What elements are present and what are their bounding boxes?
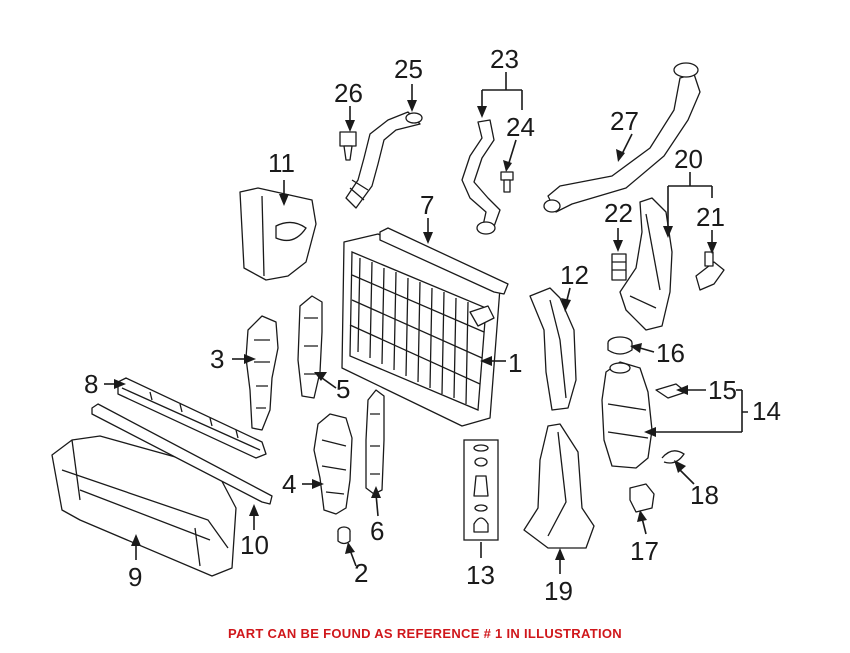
callout-4: 4	[282, 469, 296, 499]
part-5-bracket	[297, 295, 323, 399]
part-20-reservoir-upper	[619, 197, 673, 331]
callout-7: 7	[420, 190, 434, 220]
part-21-fitting	[695, 251, 725, 291]
part-1-radiator	[341, 233, 501, 427]
callout-14: 14	[752, 396, 781, 426]
callout-5: 5	[336, 374, 350, 404]
part-2-bushing	[337, 526, 351, 545]
part-27-hose	[543, 62, 701, 213]
callout-2: 2	[354, 558, 368, 588]
callout-6: 6	[370, 516, 384, 546]
part-19-deflector	[523, 423, 595, 549]
part-9-air-duct	[51, 435, 237, 577]
part-25-hose	[345, 111, 423, 209]
callout-3: 3	[210, 344, 224, 374]
callout-19: 19	[544, 576, 573, 606]
callout-20: 20	[674, 144, 703, 174]
callout-17: 17	[630, 536, 659, 566]
part-22-cap	[611, 253, 627, 281]
callout-10: 10	[240, 530, 269, 560]
part-6-bracket	[365, 389, 385, 495]
part-24-screw	[500, 171, 514, 193]
part-10-seal-strip	[91, 403, 273, 505]
callout-23: 23	[490, 44, 519, 74]
callout-26: 26	[334, 78, 363, 108]
callout-24: 24	[506, 112, 535, 142]
leader-lines	[104, 72, 748, 574]
callout-15: 15	[708, 375, 737, 405]
callout-22: 22	[604, 198, 633, 228]
callout-16: 16	[656, 338, 685, 368]
part-17-sensor	[629, 483, 655, 513]
part-14-expansion-tank	[601, 361, 653, 469]
callout-27: 27	[610, 106, 639, 136]
part-8-seal-bar	[117, 377, 267, 459]
part-11-air-guide	[239, 187, 317, 281]
callout-12: 12	[560, 260, 589, 290]
part-13-fastener-set	[463, 439, 499, 541]
part-26-sensor	[339, 131, 357, 161]
part-4-bracket	[313, 413, 353, 515]
callout-11: 11	[268, 148, 295, 178]
part-7-strip	[379, 227, 509, 295]
part-3-bracket	[245, 315, 279, 431]
callout-13: 13	[466, 560, 495, 590]
callout-25: 25	[394, 54, 423, 84]
callout-1: 1	[508, 348, 522, 378]
part-23-hose	[461, 119, 501, 235]
part-16-cap	[607, 336, 633, 355]
callout-21: 21	[696, 202, 725, 232]
callout-18: 18	[690, 480, 719, 510]
callout-numbers: 1 2 3 4 5 6 7 8 9 10 11 12 13 14 15 16 1…	[84, 44, 781, 606]
callout-9: 9	[128, 562, 142, 592]
callout-8: 8	[84, 369, 98, 399]
reference-note: PART CAN BE FOUND AS REFERENCE # 1 IN IL…	[228, 626, 622, 641]
part-12-deflector	[529, 287, 577, 411]
part-18-clamp	[661, 450, 685, 464]
